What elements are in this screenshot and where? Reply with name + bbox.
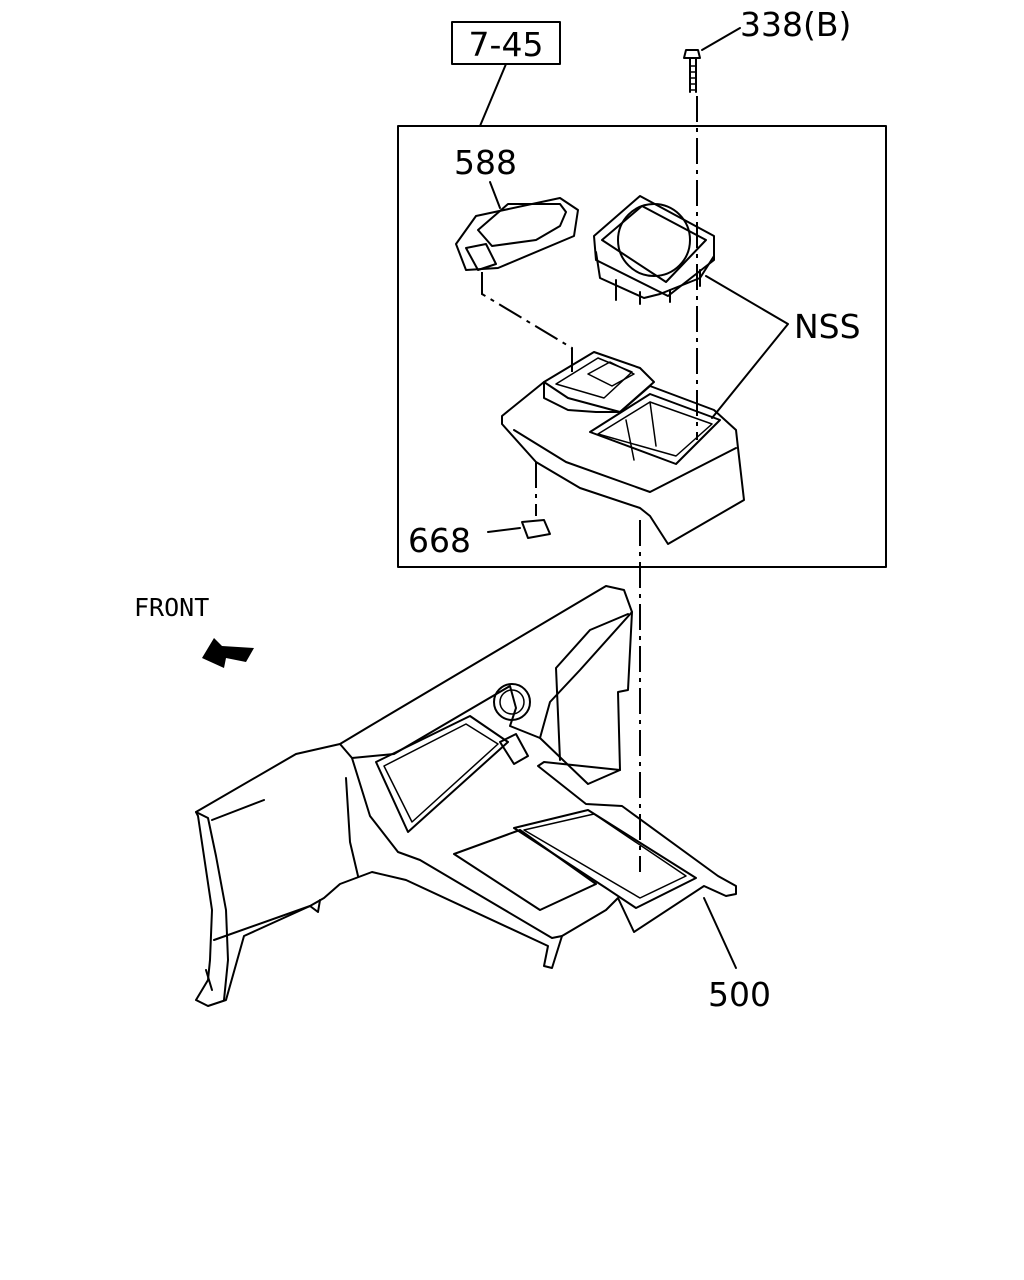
lower-console-part: 500 [195,585,771,1014]
reference-box: 7-45 [451,21,561,127]
bolt-label: 338(B) [740,5,851,44]
console-tray-part [501,351,745,545]
lid-label: 588 [454,143,517,182]
front-label: FRONT [134,593,209,622]
plug-part: 668 [408,519,551,560]
reference-label: 7-45 [469,25,544,64]
bolt-part: 338(B) [683,5,851,93]
lid-part: 588 [454,143,579,271]
plug-label: 668 [408,521,471,560]
console-label: 500 [708,975,771,1014]
ashtray-part [593,195,715,305]
front-arrow-icon [202,638,254,668]
nss-label: NSS [794,307,861,346]
detail-frame [397,125,887,568]
